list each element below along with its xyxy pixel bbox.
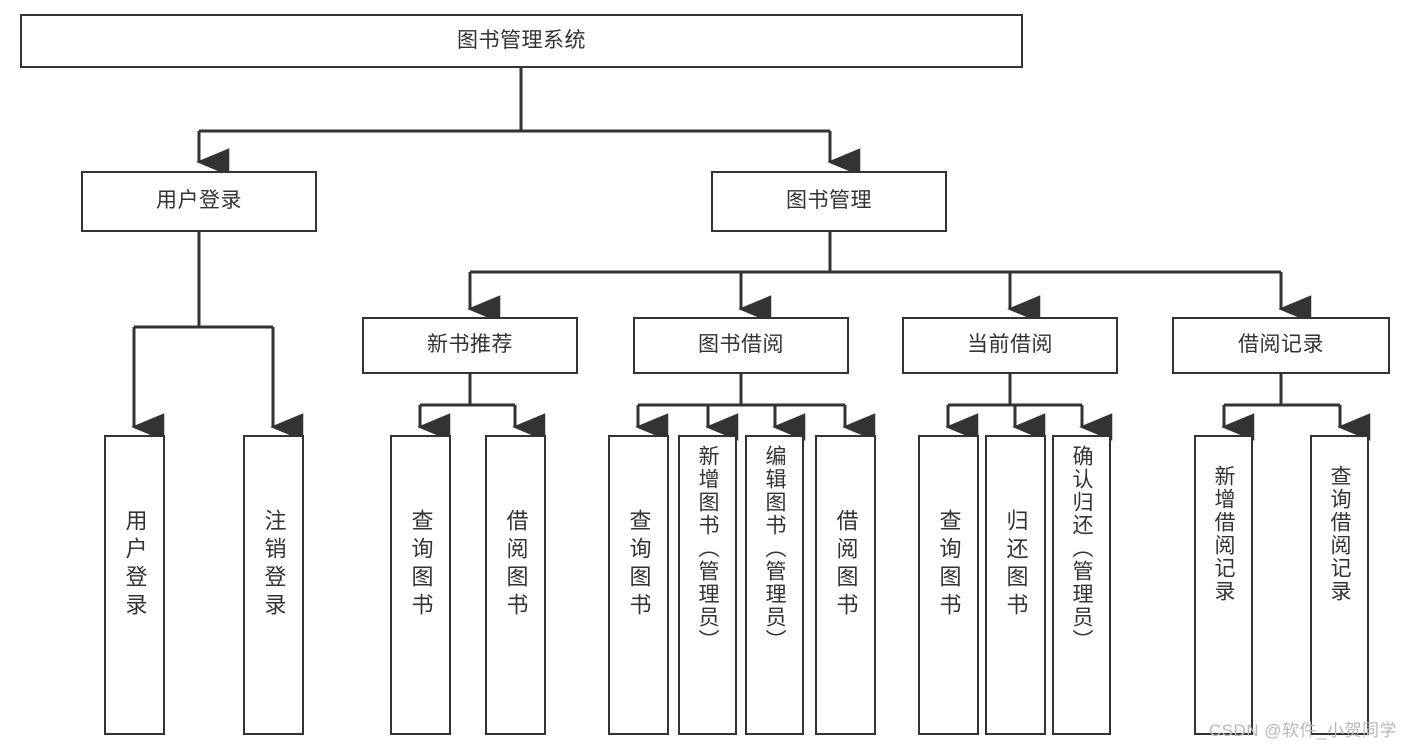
node-user-login-label: 用户登录 <box>156 189 242 213</box>
node-borrow-record[interactable]: 借阅记录 <box>1172 317 1390 374</box>
leaf-user-login-label: 用户登录 <box>122 509 148 621</box>
node-book-borrow-label: 图书借阅 <box>698 333 784 357</box>
leaf-query-book-3[interactable]: 查询图书 <box>918 435 979 735</box>
node-current-borrow[interactable]: 当前借阅 <box>902 317 1118 374</box>
node-root-label: 图书管理系统 <box>457 28 586 52</box>
leaf-user-login[interactable]: 用户登录 <box>104 435 165 735</box>
node-user-login[interactable]: 用户登录 <box>81 171 317 232</box>
leaf-query-record-label: 查询借阅记录 <box>1328 465 1351 603</box>
leaf-confirm-return-label: 确认归还（管理员） <box>1070 445 1093 652</box>
node-current-borrow-label: 当前借阅 <box>967 333 1053 357</box>
leaf-add-book-label: 新增图书（管理员） <box>696 445 719 652</box>
leaf-query-record[interactable]: 查询借阅记录 <box>1310 435 1369 735</box>
leaf-add-book[interactable]: 新增图书（管理员） <box>678 435 737 735</box>
node-borrow-record-label: 借阅记录 <box>1238 333 1324 357</box>
leaf-query-book-2[interactable]: 查询图书 <box>608 435 669 735</box>
watermark-text: CSDN @软件_小贺同学 <box>1208 721 1397 740</box>
leaf-edit-book[interactable]: 编辑图书（管理员） <box>745 435 804 735</box>
leaf-query-book-2-label: 查询图书 <box>626 509 652 621</box>
leaf-borrow-book-1-label: 借阅图书 <box>503 509 529 621</box>
leaf-logout[interactable]: 注销登录 <box>243 435 304 735</box>
leaf-query-book-3-label: 查询图书 <box>936 509 962 621</box>
leaf-add-record-label: 新增借阅记录 <box>1212 465 1235 603</box>
node-book-borrow[interactable]: 图书借阅 <box>633 317 849 374</box>
leaf-query-book-1[interactable]: 查询图书 <box>390 435 451 735</box>
leaf-borrow-book-2[interactable]: 借阅图书 <box>815 435 876 735</box>
leaf-borrow-book-2-label: 借阅图书 <box>833 509 859 621</box>
leaf-logout-label: 注销登录 <box>261 509 287 621</box>
node-book-manage-label: 图书管理 <box>786 189 872 213</box>
leaf-query-book-1-label: 查询图书 <box>408 509 434 621</box>
node-new-book-recommend-label: 新书推荐 <box>427 333 513 357</box>
leaf-return-book[interactable]: 归还图书 <box>985 435 1046 735</box>
leaf-return-book-label: 归还图书 <box>1003 509 1029 621</box>
node-new-book-recommend[interactable]: 新书推荐 <box>362 317 578 374</box>
leaf-add-record[interactable]: 新增借阅记录 <box>1194 435 1253 735</box>
node-book-manage[interactable]: 图书管理 <box>711 171 947 232</box>
leaf-edit-book-label: 编辑图书（管理员） <box>763 445 786 652</box>
node-root[interactable]: 图书管理系统 <box>20 14 1023 68</box>
leaf-confirm-return[interactable]: 确认归还（管理员） <box>1052 435 1111 735</box>
leaf-borrow-book-1[interactable]: 借阅图书 <box>485 435 546 735</box>
